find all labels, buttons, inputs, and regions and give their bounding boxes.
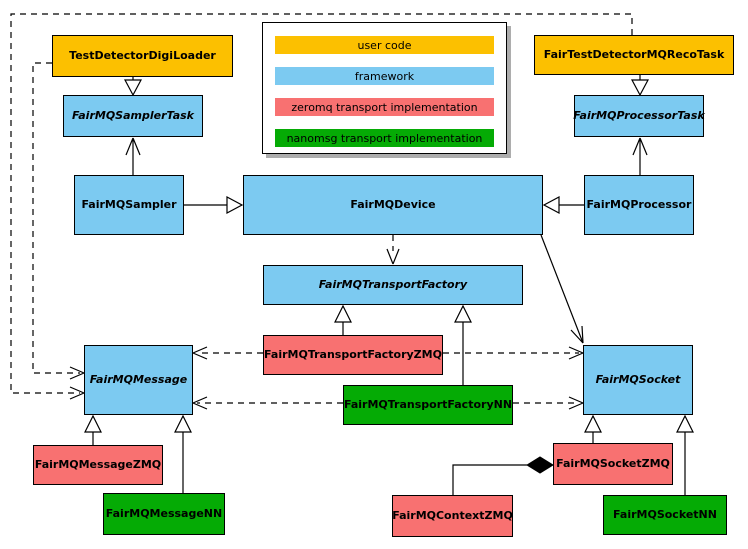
edge-tfnn-message-dashed — [192, 396, 343, 410]
node-fairmqtransportfactory: FairMQTransportFactory — [263, 265, 523, 305]
edge-socketzmq-socket — [584, 414, 602, 443]
legend-label-user-code: user code — [357, 38, 412, 52]
legend-label-framework: framework — [354, 69, 415, 83]
node-fairtestdetectormqrecotask: FairTestDetectorMQRecoTask — [534, 35, 734, 75]
node-fairmqdevice: FairMQDevice — [243, 175, 543, 235]
legend: user code framework zeromq transport imp… — [262, 22, 507, 154]
legend-label-zeromq: zeromq transport implementation — [291, 100, 478, 114]
edge-tfnn-socket-dashed — [513, 396, 584, 410]
edge-recotask-message-dashed — [10, 13, 633, 400]
edge-tfzmq-socket-dashed — [443, 346, 584, 360]
node-fairmqmessagezmq: FairMQMessageZMQ — [33, 445, 163, 485]
node-fairmqmessagenn: FairMQMessageNN — [103, 493, 225, 535]
edge-digiloader-message-dashed — [32, 62, 85, 380]
legend-item-user-code: user code — [275, 36, 494, 54]
node-fairmqsamplertask: FairMQSamplerTask — [63, 95, 203, 137]
edge-device-socket — [540, 234, 584, 344]
edge-device-transportfactory-dashed — [386, 235, 400, 265]
legend-item-framework: framework — [275, 67, 494, 85]
node-fairmqtransportfactorynn: FairMQTransportFactoryNN — [343, 385, 513, 425]
edge-processor-device — [542, 196, 584, 214]
node-fairmqsampler: FairMQSampler — [74, 175, 184, 235]
node-fairmqcontextzmq: FairMQContextZMQ — [392, 495, 513, 537]
edge-digiloader-samplertask — [124, 77, 142, 97]
edge-processor-processortask — [632, 137, 648, 175]
edge-sampler-device — [184, 196, 244, 214]
edge-socketnn-socket — [676, 414, 694, 495]
edge-messagenn-message — [174, 414, 192, 493]
edge-contextzmq-socketzmq — [452, 456, 554, 495]
node-fairmqprocessor: FairMQProcessor — [584, 175, 694, 235]
node-fairmqmessage: FairMQMessage — [84, 345, 193, 415]
node-testdetectordigiloader: TestDetectorDigiLoader — [52, 35, 233, 77]
legend-item-nanomsg: nanomsg transport implementation — [275, 129, 494, 147]
legend-item-zeromq: zeromq transport implementation — [275, 98, 494, 116]
node-fairmqsocketzmq: FairMQSocketZMQ — [553, 443, 673, 485]
edge-sampler-samplertask — [125, 137, 141, 175]
edge-recotask-processortask — [631, 75, 649, 97]
node-fairmqprocessortask: FairMQProcessorTask — [573, 95, 705, 137]
node-fairmqtransportfactoryzmq: FairMQTransportFactoryZMQ — [263, 335, 443, 375]
edge-messagezmq-message — [84, 414, 102, 445]
legend-label-nanomsg: nanomsg transport implementation — [286, 131, 483, 145]
edge-tfzmq-message-dashed — [192, 346, 263, 360]
edge-tfzmq-transportfactory — [334, 304, 352, 335]
edge-tfnn-transportfactory — [454, 304, 472, 385]
node-fairmqsocketnn: FairMQSocketNN — [603, 495, 727, 535]
node-fairmqsocket: FairMQSocket — [583, 345, 693, 415]
